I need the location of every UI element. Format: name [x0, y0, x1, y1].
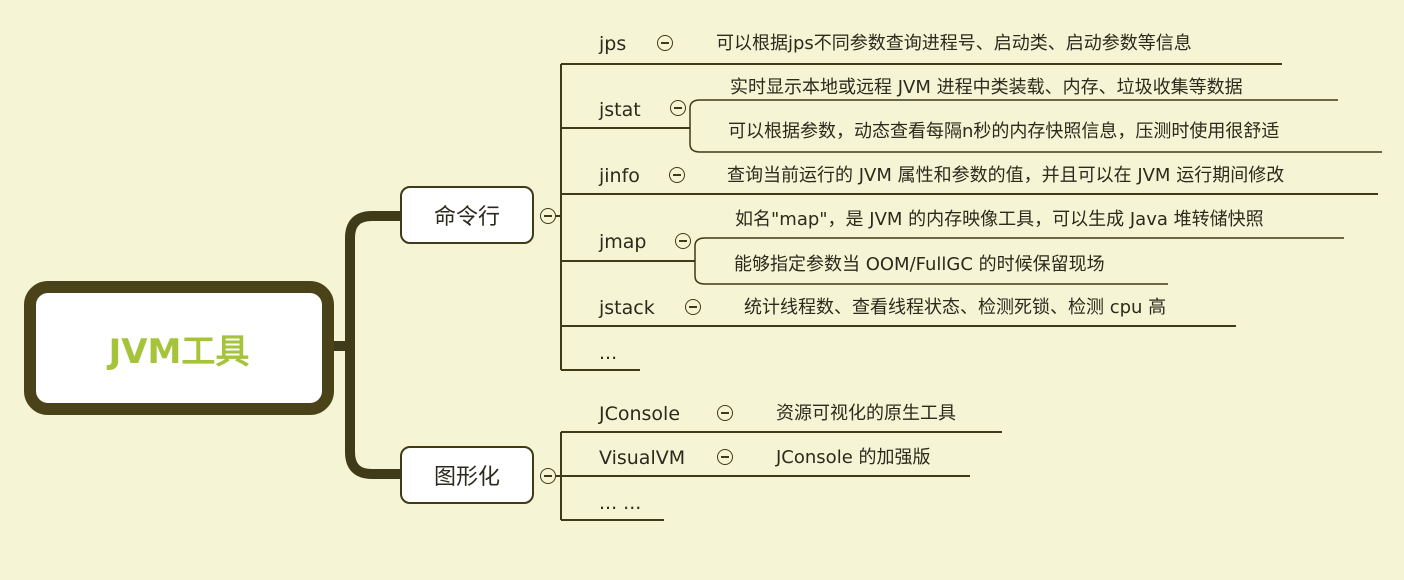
collapse-toggle-icon[interactable]: [670, 100, 686, 116]
collapse-toggle-icon[interactable]: [669, 167, 685, 183]
node-more[interactable]: ...: [599, 342, 618, 364]
node-more[interactable]: ... ...: [599, 492, 642, 514]
collapse-toggle-icon[interactable]: [540, 468, 556, 484]
collapse-toggle-icon[interactable]: [685, 299, 701, 315]
node-detail[interactable]: 可以根据jps不同参数查询进程号、启动类、启动参数等信息: [716, 33, 1192, 54]
collapse-toggle-icon[interactable]: [540, 208, 556, 224]
branch-label: 图形化: [433, 465, 500, 490]
node-detail[interactable]: 如名"map"，是 JVM 的内存映像工具，可以生成 Java 堆转储快照: [735, 209, 1264, 230]
node-visualvm[interactable]: VisualVM: [599, 447, 686, 469]
node-jinfo[interactable]: jinfo: [599, 165, 640, 187]
branch-label: 命令行: [433, 205, 500, 230]
node-jps[interactable]: jps: [599, 33, 627, 55]
collapse-toggle-icon[interactable]: [717, 449, 733, 465]
node-detail[interactable]: 查询当前运行的 JVM 属性和参数的值，并且可以在 JVM 运行期间修改: [727, 165, 1285, 186]
branch-command-line[interactable]: 命令行: [400, 186, 534, 244]
node-detail[interactable]: 统计线程数、查看线程状态、检测死锁、检测 cpu 高: [744, 297, 1167, 318]
node-detail[interactable]: JConsole 的加强版: [776, 447, 931, 468]
node-jstack[interactable]: jstack: [599, 297, 655, 319]
node-detail[interactable]: 实时显示本地或远程 JVM 进程中类装载、内存、垃圾收集等数据: [730, 77, 1243, 98]
branch-gui[interactable]: 图形化: [400, 446, 534, 504]
node-jstat[interactable]: jstat: [599, 99, 641, 121]
node-detail[interactable]: 能够指定参数当 OOM/FullGC 的时候保留现场: [734, 254, 1105, 275]
root-label: JVM工具: [108, 331, 250, 372]
root-node[interactable]: JVM工具: [24, 281, 334, 415]
node-jconsole[interactable]: JConsole: [599, 403, 681, 425]
collapse-toggle-icon[interactable]: [717, 405, 733, 421]
collapse-toggle-icon[interactable]: [675, 233, 691, 249]
node-jmap[interactable]: jmap: [599, 231, 647, 253]
node-detail[interactable]: 可以根据参数，动态查看每隔n秒的内存快照信息，压测时使用很舒适: [728, 121, 1280, 142]
collapse-toggle-icon[interactable]: [657, 35, 673, 51]
node-detail[interactable]: 资源可视化的原生工具: [776, 403, 956, 424]
